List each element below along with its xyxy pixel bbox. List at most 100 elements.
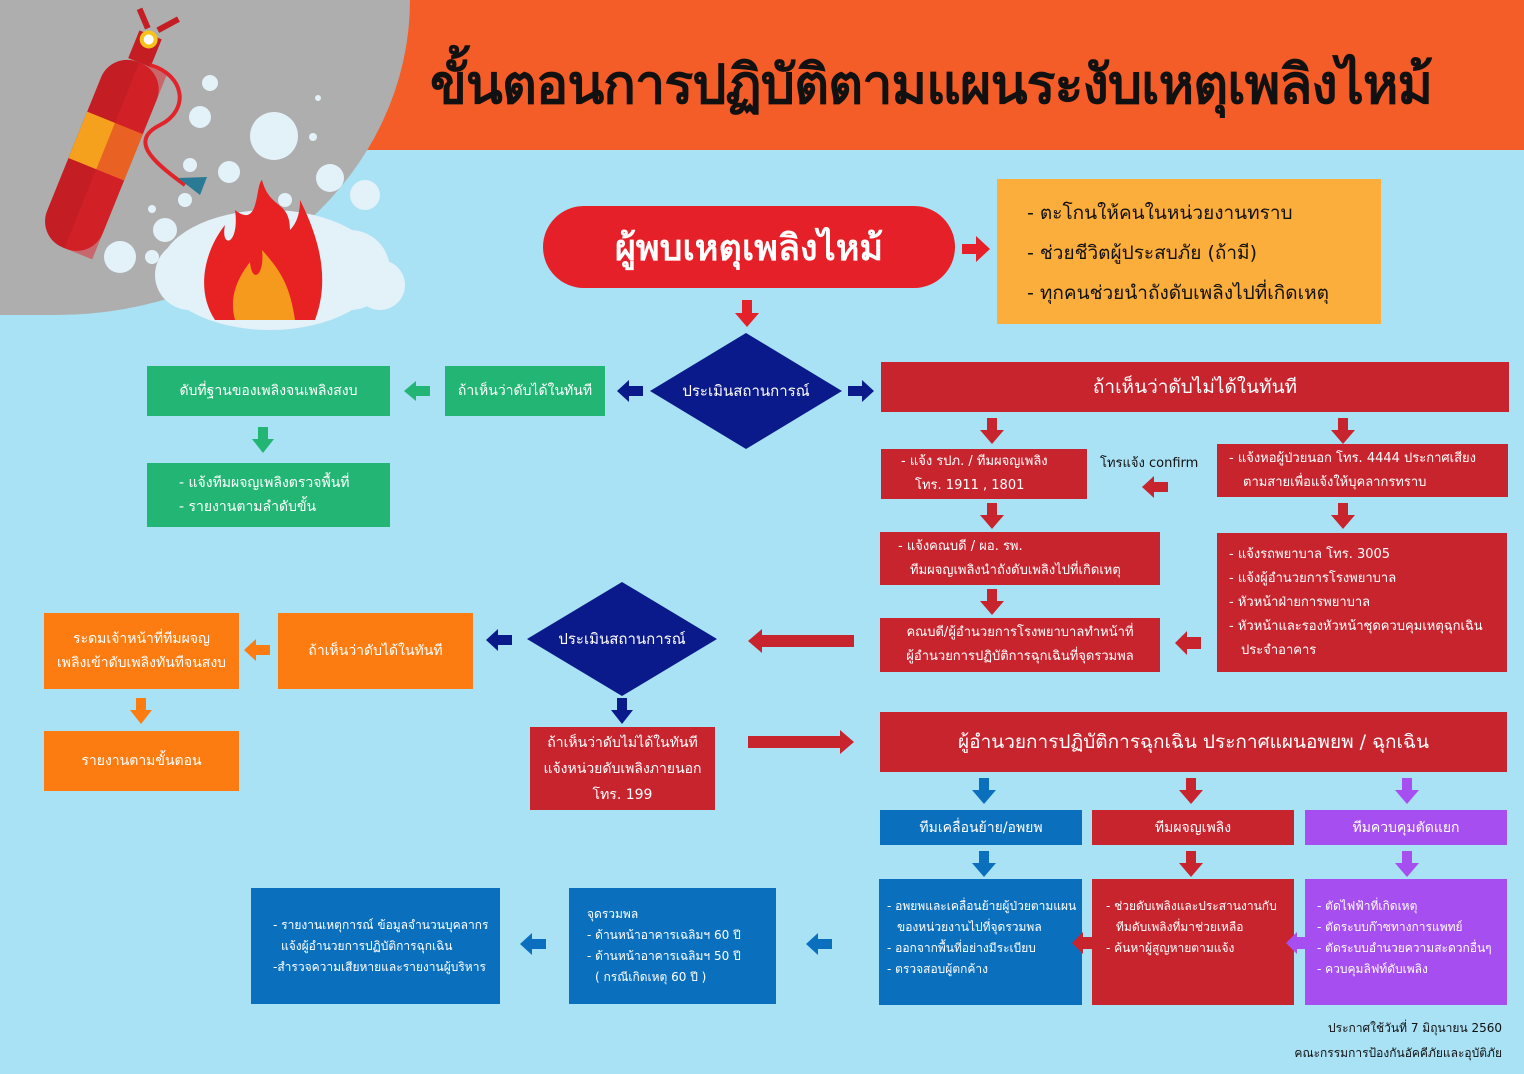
arrow-down-icon [1179,851,1203,877]
task-item: - ค้นหาผู้สูญหายตามแจ้ง [1106,941,1235,955]
arrow-right-icon [962,236,990,262]
decision-label: ประเมินสถานการณ์ [558,630,686,648]
decision-assess-situation-2: ประเมินสถานการณ์ [527,582,717,696]
arrow-left-icon [244,639,270,661]
decision-label: ประเมินสถานการณ์ [682,382,810,400]
team-isolation-tasks: - ตัดไฟฟ้าที่เกิดเหตุ - ตัดระบบก๊าซทางกา… [1305,879,1507,1005]
arrow-right-icon [848,380,874,402]
notify-list-item: - แจ้งรถพยาบาล โทร. 3005 [1229,546,1391,562]
report-by-procedure-box: รายงานตามขั้นตอน [44,731,239,791]
external-line: ถ้าเห็นว่าดับไม่ได้ในทันที [547,734,698,751]
external-phone: โทร. 199 [592,786,653,803]
arrow-down-icon [130,698,152,724]
assembly-title: จุดรวมพล [587,907,639,921]
commander-line: คณบดี/ผู้อำนวยการโรงพยาบาลทำหน้าที่ [906,625,1134,640]
task-item: - ออกจากพื้นที่อย่างมีระเบียบ [887,941,1036,955]
team-evacuation-tasks: - อพยพและเคลื่อนย้ายผู้ป่วยตามแผน ของหน่… [879,879,1082,1005]
assembly-note: ( กรณีเกิดเหตุ 60 ปี ) [595,970,707,984]
task-item: ของหน่วยงานไปที่จุดรวมพล [897,920,1042,934]
team-firefighting-header: ทีมผจญเพลิง [1092,810,1294,845]
team-firefighting-tasks: - ช่วยดับเพลิงและประสานงานกับ ทีมดับเพลิ… [1092,879,1294,1005]
immediate-actions-box: - ตะโกนให้คนในหน่วยงานทราบ - ช่วยชีวิตผู… [997,179,1381,324]
mobilize-line: ระดมเจ้าหน้าที่ทีมผจญ [73,631,210,647]
assembly-item: - ด้านหน้าอาคารเฉลิมฯ 60 ปี [587,928,741,942]
notify-dean-line: - แจ้งคณบดี / ผอ. รพ. [898,538,1023,554]
notify-opd-line: ตามสายเพื่อแจ้งให้บุคลากรทราบ [1243,474,1427,490]
report-item: แจ้งผู้อำนวยการปฏิบัติการฉุกเฉิน [281,938,453,953]
task-item: - ช่วยดับเพลิงและประสานงานกับ [1106,899,1277,913]
mobilize-line: เพลิงเข้าดับเพลิงทันทีจนสงบ [56,655,227,671]
long-arrow-left-icon [748,629,854,653]
commander-line: ผู้อำนวยการปฏิบัติการฉุกเฉินที่จุดรวมพล [906,649,1134,664]
commander-box: คณบดี/ผู้อำนวยการโรงพยาบาลทำหน้าที่ ผู้อ… [880,618,1160,672]
hose-icon [143,63,187,187]
notify-security-phone: โทร. 1911 , 1801 [915,478,1025,493]
report-item: - รายงานเหตุการณ์ ข้อมูลจำนวนบุคลากร [273,917,489,932]
arrow-down-icon [611,698,633,724]
extinguish-at-base-box: ดับที่ฐานของเพลิงจนเพลิงสงบ [147,366,390,416]
task-item: - ตรวจสอบผู้ตกค้าง [887,962,989,976]
emergency-announcement-box: ผู้อำนวยการปฏิบัติการฉุกเฉิน ประกาศแผนอพ… [880,712,1507,772]
arrow-left-icon [1142,476,1168,498]
arrow-down-icon [980,418,1004,444]
notify-list-item: - แจ้งผู้อำนวยการโรงพยาบาล [1229,570,1397,586]
notify-opd-box: - แจ้งหอผู้ป่วยนอก โทร. 4444 ประกาศเสียง… [1217,444,1508,497]
long-arrow-right-icon [748,730,854,754]
arrow-down-icon [1331,418,1355,444]
notify-security-box: - แจ้ง รปภ. / ทีมผจญเพลิง โทร. 1911 , 18… [881,449,1087,499]
flame-icon [204,180,323,320]
report-item: -สำรวจความเสียหายและรายงานผู้บริหาร [273,959,486,974]
arrow-down-icon [735,300,759,327]
page-title: ขั้นตอนการปฏิบัติตามแผนระงับเหตุเพลิงไหม… [430,53,1433,116]
arrow-down-icon [1179,778,1203,804]
start-node-fire-discoverer: ผู้พบเหตุเพลิงไหม้ [543,206,955,288]
followup-item: - แจ้งทีมผจญเพลิงตรวจพื้นที่ [179,475,350,491]
immediate-action-item: - ช่วยชีวิตผู้ประสบภัย (ถ้ามี) [1027,242,1257,264]
arrow-left-icon [1175,631,1201,655]
issuer: คณะกรรมการป้องกันอัคคีภัยและอุบัติภัย [1294,1046,1502,1060]
notify-security-line: - แจ้ง รปภ. / ทีมผจญเพลิง [901,454,1048,469]
arrow-down-icon [972,851,996,877]
arrow-down-icon [980,589,1004,615]
arrow-down-icon [1331,503,1355,529]
fire-extinguisher-icon [45,7,180,260]
arrow-left-icon [617,380,643,402]
external-line: แจ้งหน่วยดับเพลิงภายนอก [543,760,702,777]
arrow-down-icon [972,778,996,804]
assembly-item: - ด้านหน้าอาคารเฉลิมฯ 50 ปี [587,949,741,963]
notify-list-item: - หัวหน้าฝ่ายการพยาบาล [1229,594,1371,610]
assembly-point-box: จุดรวมพล - ด้านหน้าอาคารเฉลิมฯ 60 ปี - ด… [569,888,776,1004]
arrow-left-icon [1072,932,1094,954]
arrow-down-icon [1395,778,1419,804]
notify-opd-line: - แจ้งหอผู้ป่วยนอก โทร. 4444 ประกาศเสียง [1229,450,1477,466]
arrow-left-icon [520,933,546,955]
arrow-down-icon [1395,851,1419,877]
task-item: - ตัดระบบอำนวยความสะดวกอื่นๆ [1317,941,1492,955]
immediate-action-item: - ทุกคนช่วยนำถังดับเพลิงไปที่เกิดเหตุ [1027,282,1329,304]
task-item: - ตัดระบบก๊าซทางการแพทย์ [1317,920,1463,934]
illustration [45,7,405,330]
notify-list-item: ประจำอาคาร [1241,642,1317,658]
green-followup-box: - แจ้งทีมผจญเพลิงตรวจพื้นที่ - รายงานตาม… [147,463,390,527]
confirm-call-note: โทรแจ้ง confirm [1100,456,1199,471]
task-item: - ตัดไฟฟ้าที่เกิดเหตุ [1317,899,1418,913]
external-fire-dept-box: ถ้าเห็นว่าดับไม่ได้ในทันที แจ้งหน่วยดับเ… [530,727,715,810]
arrow-left-icon [1286,932,1308,954]
task-item: - ควบคุมลิฟท์ดับเพลิง [1317,962,1428,976]
task-item: - อพยพและเคลื่อนย้ายผู้ป่วยตามแผน [887,899,1077,913]
task-item: ทีมดับเพลิงที่มาช่วยเหลือ [1116,920,1244,934]
nozzle-icon [178,177,207,195]
can-extinguish-box: ถ้าเห็นว่าดับได้ในทันที [445,366,605,416]
team-evacuation-header: ทีมเคลื่อนย้าย/อพยพ [880,810,1082,845]
notify-dean-line: ทีมผจญเพลิงนำถังดับเพลิงไปที่เกิดเหตุ [910,562,1121,578]
followup-item: - รายงานตามลำดับขั้น [179,499,317,515]
notify-list-box: - แจ้งรถพยาบาล โทร. 3005 - แจ้งผู้อำนวยก… [1217,533,1507,672]
effective-date: ประกาศใช้วันที่ 7 มิถุนายน 2560 [1328,1021,1502,1035]
arrow-left-icon [404,381,430,401]
footer: ประกาศใช้วันที่ 7 มิถุนายน 2560 คณะกรรมก… [1294,1016,1502,1066]
notify-dean-box: - แจ้งคณบดี / ผอ. รพ. ทีมผจญเพลิงนำถังดั… [880,532,1160,585]
decision-assess-situation-1: ประเมินสถานการณ์ [650,333,842,449]
report-box: - รายงานเหตุการณ์ ข้อมูลจำนวนบุคลากร แจ้… [251,888,500,1004]
arrow-down-icon [980,503,1004,529]
mobilize-firefighters-box: ระดมเจ้าหน้าที่ทีมผจญ เพลิงเข้าดับเพลิงท… [44,613,239,689]
